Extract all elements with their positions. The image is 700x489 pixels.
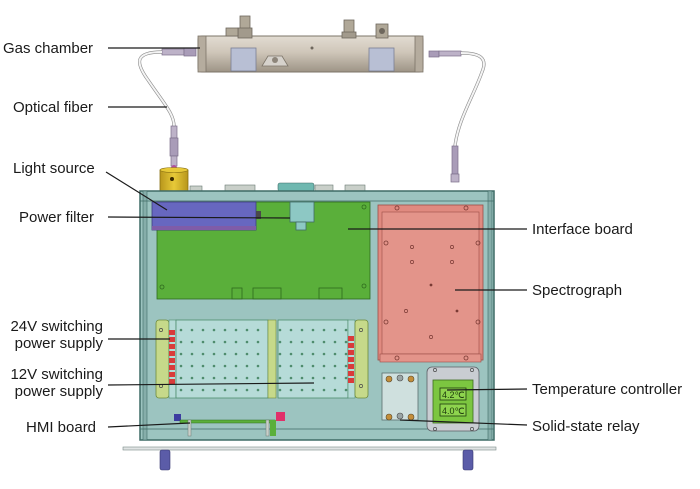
- label-hmi-board: HMI board: [26, 419, 96, 436]
- label-light-source: Light source: [13, 160, 95, 177]
- label-spectrograph: Spectrograph: [532, 282, 622, 299]
- leader-lines: [105, 47, 528, 428]
- hmi-board: [174, 412, 285, 437]
- board-connector: [289, 201, 315, 231]
- light-source: [159, 167, 189, 192]
- label-solid-state-relay: Solid-state relay: [532, 418, 640, 435]
- gas-chamber: [197, 15, 424, 73]
- solid-state-relay: [381, 372, 419, 421]
- label-temperature-controller: Temperature controller: [532, 381, 682, 398]
- temp-reading-1: 4.2℃: [442, 390, 465, 400]
- power-supply-12v: [277, 319, 369, 399]
- terminal-block-24v: [169, 330, 175, 384]
- temperature-controller: 4.2℃ 4.0℃: [426, 366, 480, 432]
- power-filter: [151, 201, 261, 231]
- label-12v-line1: 12V switching: [10, 366, 103, 383]
- label-power-filter: Power filter: [19, 209, 94, 226]
- label-gas-chamber: Gas chamber: [3, 40, 93, 57]
- power-supply-24v: [155, 319, 277, 399]
- optical-fiber-right: [428, 50, 486, 183]
- terminal-block-12v: [348, 336, 354, 383]
- temp-reading-2: 4.0℃: [442, 406, 465, 416]
- label-24v-line2: power supply: [15, 335, 104, 352]
- rear-connectors: [189, 182, 366, 192]
- label-optical-fiber: Optical fiber: [13, 99, 93, 116]
- spectrograph: [377, 204, 484, 363]
- optical-fiber-left: [138, 47, 197, 171]
- label-12v-line2: power supply: [15, 383, 104, 400]
- label-interface-board: Interface board: [532, 221, 633, 238]
- label-24v-line1: 24V switching: [10, 318, 103, 335]
- labels: Gas chamber Optical fiber Light source P…: [3, 40, 682, 436]
